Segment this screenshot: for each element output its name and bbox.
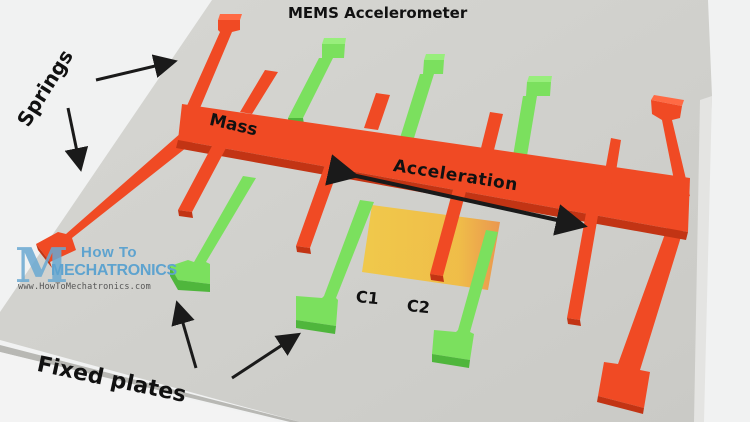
diagram-title: MEMS Accelerometer	[288, 4, 468, 22]
logo-url: www.HowToMechatronics.com	[18, 282, 151, 292]
acceleration-arrow	[325, 154, 588, 236]
springs-arrows	[64, 54, 178, 172]
capacitance-c2-label: C2	[406, 296, 431, 318]
capacitance-c1-label: C1	[355, 287, 380, 309]
fixed-plates-arrows	[171, 300, 302, 380]
logo-line2: MECHATRONICS	[51, 262, 177, 279]
logo-line1: How To	[81, 244, 138, 261]
watermark-logo: M How To MECHATRONICS www.HowToMechatron…	[15, 242, 177, 302]
